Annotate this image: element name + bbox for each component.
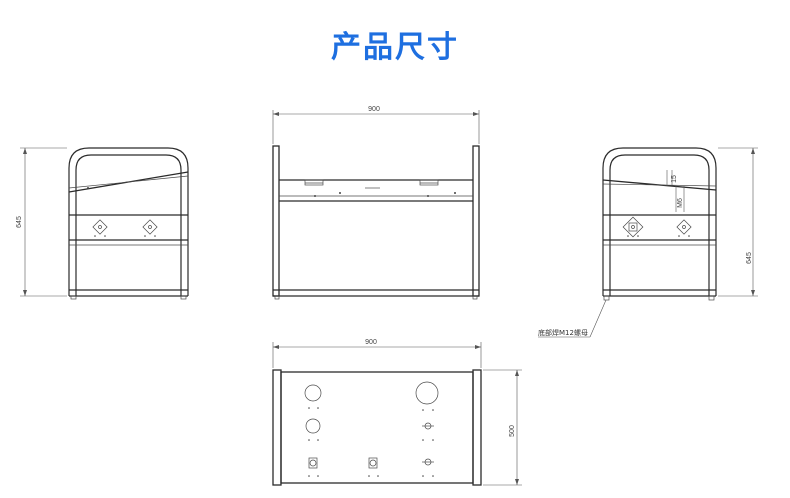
left-side-view: 645 <box>16 147 189 300</box>
page-title: 产品尺寸 <box>331 30 459 65</box>
top-view: 900 500 <box>272 339 522 486</box>
foot-nut-callout: 底部焊M12螺母 <box>538 328 588 337</box>
detail-m6-label: M6 <box>677 198 684 208</box>
left-height-label: 645 <box>16 216 23 228</box>
top-width-label: 900 <box>365 339 377 346</box>
front-view: 900 <box>272 106 480 300</box>
right-height-label: 645 <box>746 252 753 264</box>
right-side-view: 15 M6 645 底部焊M12螺母 <box>538 147 758 338</box>
detail-15-label: 15 <box>671 175 678 183</box>
front-width-label: 900 <box>368 106 380 113</box>
top-depth-label: 500 <box>509 425 516 437</box>
